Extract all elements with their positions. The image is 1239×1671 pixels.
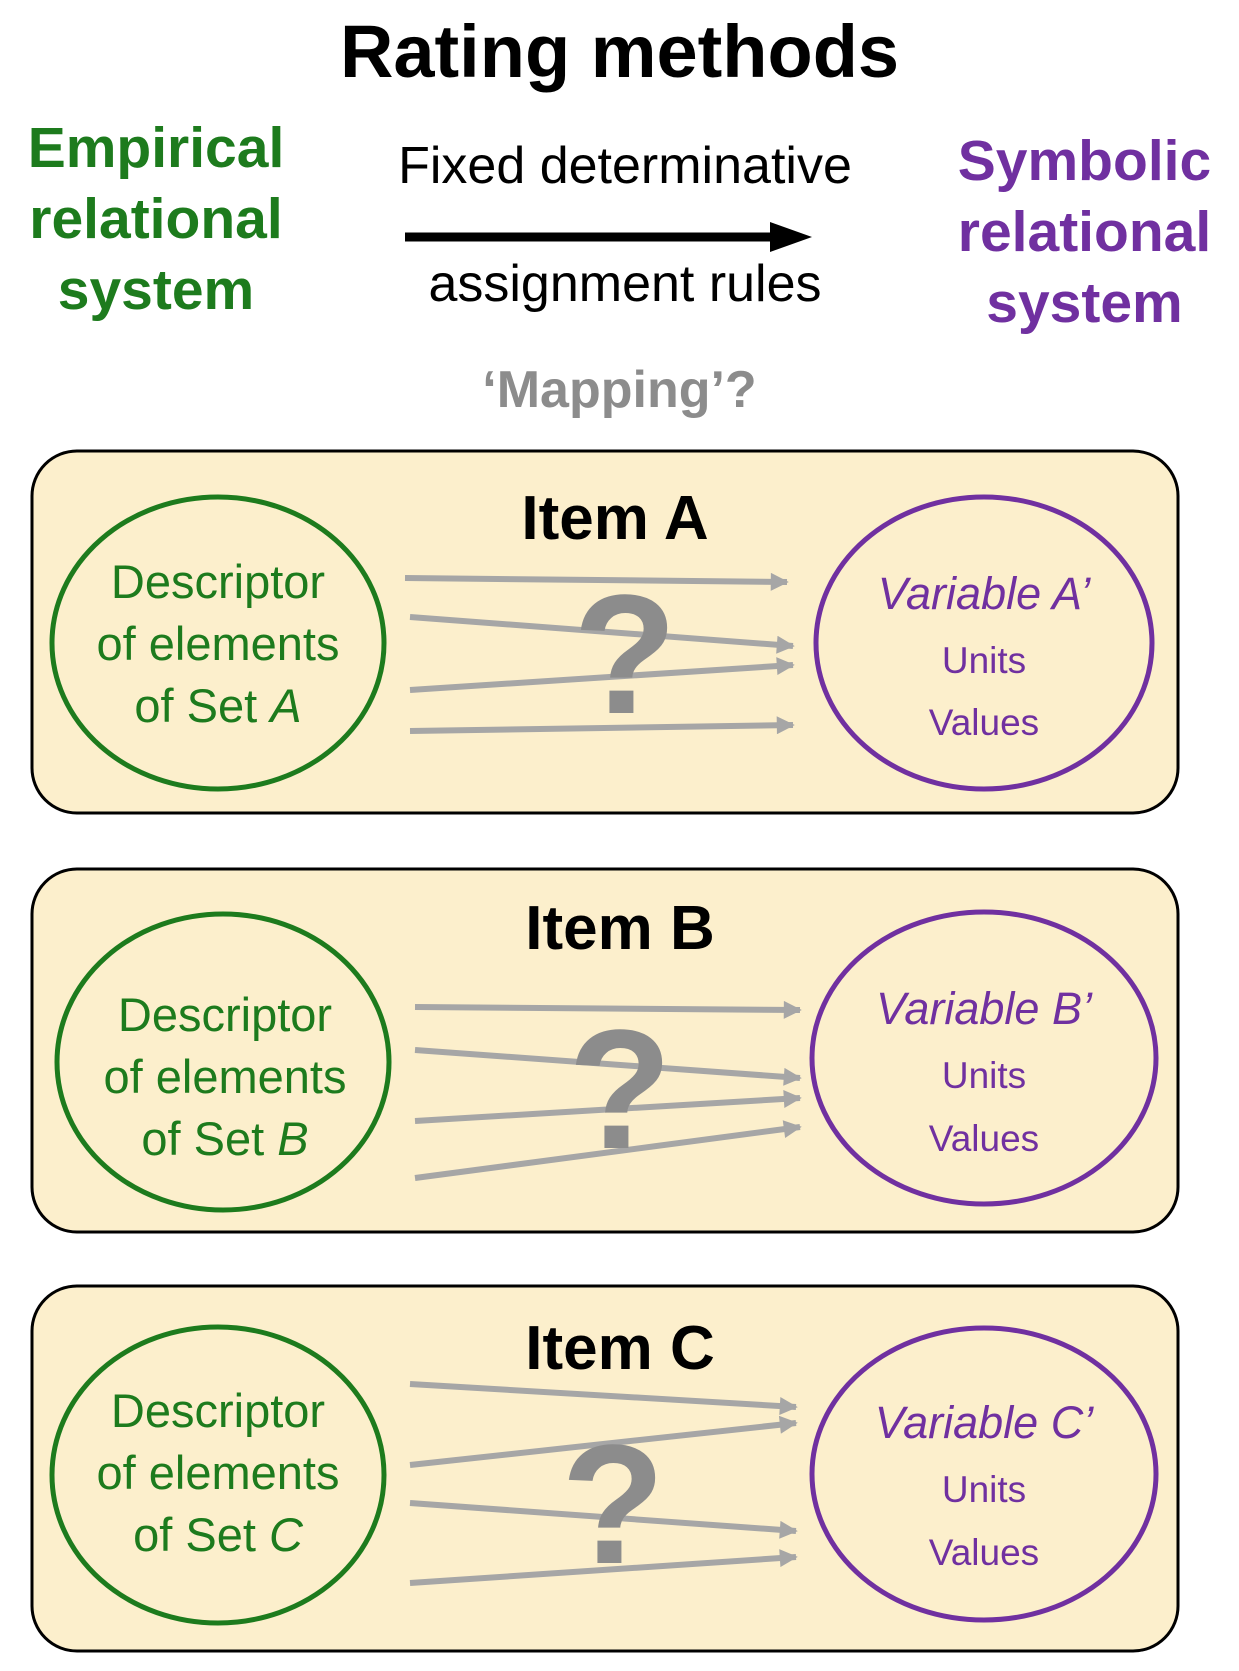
question-mark-b: ? xyxy=(568,995,672,1185)
mapping-arrow xyxy=(414,1120,802,1181)
symbolic-line-2: relational xyxy=(957,200,1212,264)
symbolic-line-3: system xyxy=(986,271,1183,335)
descriptor-c-line-2: of elements xyxy=(96,1446,340,1499)
item-a-title: Item A xyxy=(521,484,709,553)
descriptor-b-line-1: Descriptor xyxy=(117,988,333,1041)
mapping-arrow xyxy=(409,657,795,693)
descriptor-a: Descriptor of elements of Set A xyxy=(48,551,388,737)
variable-c: Variable C’ xyxy=(874,1397,1094,1448)
descriptor-b-line-3: of Set B xyxy=(55,1108,395,1170)
symbolic-line-1: Symbolic xyxy=(957,129,1212,193)
descriptor-c-line-1: Descriptor xyxy=(110,1384,326,1437)
mapping-arrow xyxy=(414,1000,802,1019)
empirical-line-1: Empirical xyxy=(27,116,285,180)
descriptor-b: Descriptor of elements of Set B xyxy=(55,984,395,1170)
mapping-arrow xyxy=(409,1500,798,1539)
question-mark-c: ? xyxy=(561,1410,665,1600)
panel-b xyxy=(30,867,1180,1234)
units-b: Units xyxy=(941,1055,1027,1096)
descriptor-a-line-2: of elements xyxy=(96,617,340,670)
descriptor-c: Descriptor of elements of Set C xyxy=(48,1380,388,1566)
mapping-arrow xyxy=(414,1089,802,1124)
mapping-label: ‘Mapping’? xyxy=(482,361,757,419)
descriptor-c-set: C xyxy=(268,1508,303,1561)
mapping-arrow xyxy=(409,1549,798,1586)
descriptor-b-prefix: of Set xyxy=(141,1112,278,1165)
mapping-arrow xyxy=(409,716,795,735)
mapping-arrow xyxy=(409,614,795,654)
mapping-arrows-a xyxy=(404,572,795,735)
rule-arrow-head xyxy=(770,222,812,252)
values-b: Values xyxy=(928,1118,1040,1159)
values-c: Values xyxy=(928,1532,1040,1573)
symbolic-circle-b xyxy=(809,909,1159,1207)
mapping-arrows-c xyxy=(409,1381,798,1586)
descriptor-a-prefix: of Set xyxy=(134,679,271,732)
symbolic-circle-a xyxy=(813,494,1155,792)
symbolic-system-label: Symbolic relational system xyxy=(930,126,1239,339)
item-b-title: Item B xyxy=(525,894,715,963)
empirical-circle-c xyxy=(49,1324,387,1626)
rule-label-bottom: assignment rules xyxy=(428,255,822,313)
descriptor-c-prefix: of Set xyxy=(133,1508,269,1561)
descriptor-c-line-3: of Set C xyxy=(48,1504,388,1566)
mapping-arrows-b xyxy=(414,1000,802,1181)
empirical-line-3: system xyxy=(57,258,255,322)
empirical-circle-a xyxy=(49,494,387,792)
empirical-system-label: Empirical relational system xyxy=(0,113,312,326)
units-a: Units xyxy=(941,640,1027,681)
empirical-line-2: relational xyxy=(29,187,283,251)
mapping-arrow xyxy=(404,572,789,591)
mapping-arrow xyxy=(414,1047,802,1086)
descriptor-a-line-1: Descriptor xyxy=(110,555,326,608)
mapping-arrow xyxy=(409,1381,798,1416)
units-c: Units xyxy=(941,1469,1027,1510)
values-a: Values xyxy=(928,702,1040,743)
symbolic-circle-c xyxy=(809,1325,1159,1623)
item-c-title: Item C xyxy=(525,1314,715,1383)
variable-b: Variable B’ xyxy=(876,983,1092,1034)
panel-c xyxy=(30,1284,1180,1653)
descriptor-b-line-2: of elements xyxy=(103,1050,347,1103)
empirical-circle-b xyxy=(54,911,392,1213)
descriptor-a-line-3: of Set A xyxy=(48,675,388,737)
mapping-arrow xyxy=(409,1415,798,1468)
page-title: Rating methods xyxy=(339,10,900,93)
descriptor-a-set: A xyxy=(270,679,302,732)
variable-a: Variable A’ xyxy=(877,568,1091,619)
descriptor-b-set: B xyxy=(277,1112,309,1165)
rule-label-top: Fixed determinative xyxy=(398,137,852,195)
question-mark-a: ? xyxy=(573,560,677,750)
